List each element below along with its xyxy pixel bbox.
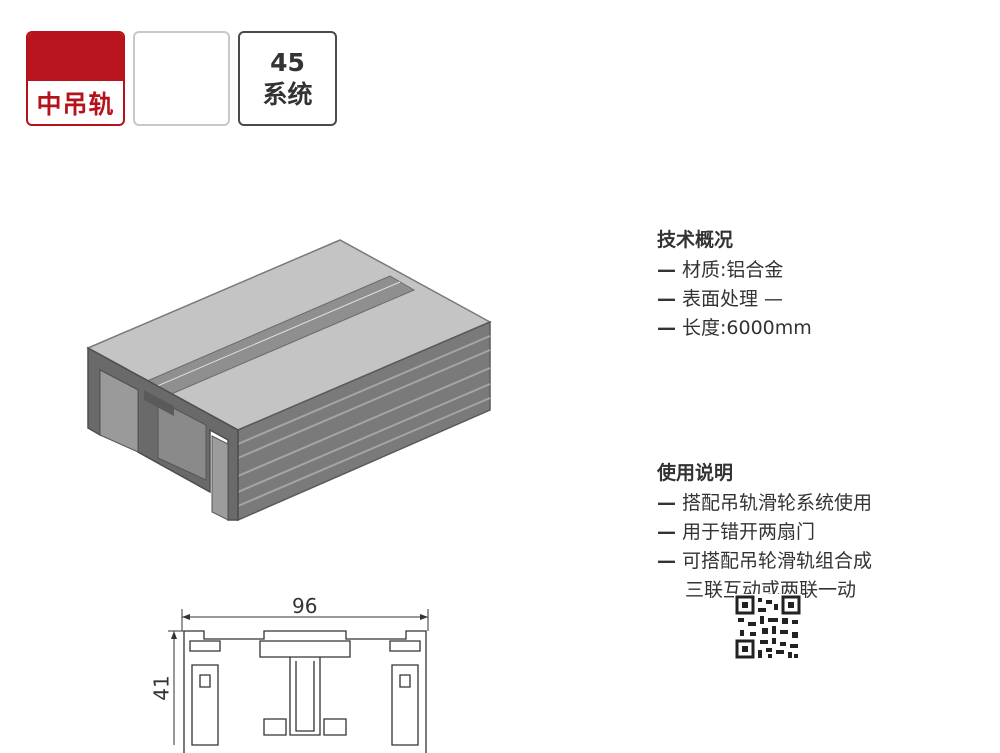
usage-item-continuation: 三联互动或两联一动: [685, 579, 857, 601]
usage-item: —搭配吊轨滑轮系统使用: [657, 492, 873, 514]
series-badge: 45 系统: [238, 31, 337, 126]
profile-3d-illustration: [86, 239, 492, 522]
series-number: 45: [270, 47, 305, 77]
series-label: 系统: [262, 79, 313, 109]
product-name-label: 中吊轨: [36, 90, 115, 119]
usage-section: 使用说明 —搭配吊轨滑轮系统使用 —用于错开两扇门 —可搭配吊轮滑轨组合成 三联…: [657, 461, 872, 605]
usage-title: 使用说明: [657, 462, 734, 484]
badge-red-block: [28, 33, 123, 81]
usage-item: —用于错开两扇门: [657, 521, 816, 543]
blank-badge: [133, 31, 230, 126]
tech-title: 技术概况: [657, 229, 734, 251]
product-name-badge: 中吊轨: [26, 31, 125, 126]
qr-code-icon: [734, 594, 802, 660]
tech-item: —材质:铝合金: [657, 259, 784, 281]
width-dimension-label: 96: [292, 594, 318, 618]
tech-section: 技术概况 —材质:铝合金 —表面处理 — —长度:6000mm: [657, 228, 812, 343]
tech-item: —表面处理 —: [657, 288, 784, 310]
height-dimension-label: 41: [149, 675, 174, 701]
tech-item: —长度:6000mm: [657, 317, 812, 339]
cross-section-drawing: [168, 609, 429, 753]
usage-item: —可搭配吊轮滑轨组合成: [657, 550, 873, 572]
